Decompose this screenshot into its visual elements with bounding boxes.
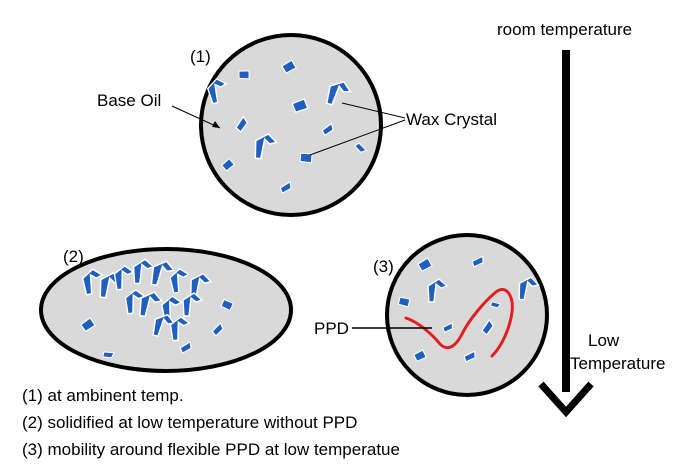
panel-1-number: (1): [190, 47, 211, 66]
panel-3-circle: [385, 233, 549, 397]
ppd-label: PPD: [314, 319, 349, 338]
base-oil-leader-arrowhead: [212, 121, 220, 128]
low-temperature-label-line1: Low: [588, 331, 620, 350]
panel-1: (1): [190, 33, 383, 217]
temperature-arrow-head: [538, 381, 594, 418]
ppd-chain: [404, 288, 514, 358]
panel-3: (3): [373, 233, 549, 397]
base-oil-label: Base Oil: [97, 91, 161, 110]
panel-2-number: (2): [63, 247, 84, 266]
wax-crystal: [237, 68, 251, 81]
panel-1-circle: [199, 33, 383, 217]
caption-2: (2) solidified at low temperature withou…: [22, 413, 358, 432]
wax-crystal-label: Wax Crystal: [406, 110, 497, 129]
caption-3: (3) mobility around flexible PPD at low …: [22, 440, 400, 459]
panel-3-number: (3): [373, 257, 394, 276]
base-oil-leader: [171, 105, 221, 129]
caption-1: (1) at ambinent temp.: [22, 386, 184, 405]
wax-crystal-leader-2: [309, 119, 406, 156]
wax-crystal-leader-1: [341, 102, 406, 119]
room-temperature-label: room temperature: [497, 20, 632, 39]
panel-2: (2): [39, 247, 293, 373]
low-temperature-label-line2: Temperature: [570, 354, 665, 373]
